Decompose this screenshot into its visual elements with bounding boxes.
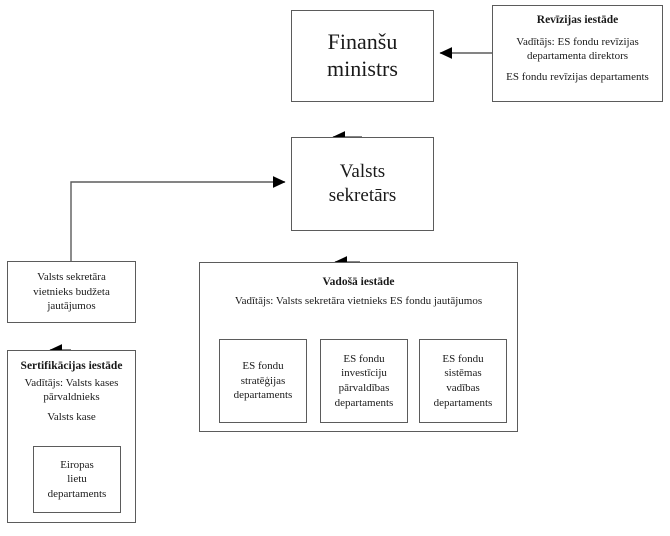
node-es-fondu-investiciju-parvaldibas-departaments[interactable]: ES fondu investīciju pārvaldības departa… — [320, 339, 408, 423]
dept-investicijas-line4: departaments — [334, 396, 394, 409]
dept-sistemas-line2: sistēmas — [444, 367, 482, 380]
node-valsts-sekretars-line1: Valsts — [339, 161, 386, 183]
node-revizijas-iestade[interactable]: Revīzijas iestāde Vadītājs: ES fondu rev… — [492, 5, 663, 102]
dept-strategija-line1: ES fondu — [242, 360, 284, 373]
node-finansu-ministrs[interactable]: Finanšu ministrs — [291, 10, 434, 102]
node-revizijas-iestade-head-line1: Vadītājs: ES fondu revīzijas — [516, 35, 639, 48]
node-es-fondu-sistemas-vadibas-departaments[interactable]: ES fondu sistēmas vadības departaments — [419, 339, 507, 423]
node-sertifikacijas-iestade[interactable]: Sertifikācijas iestāde Vadītājs: Valsts … — [7, 350, 136, 523]
node-eiropas-lietu-line1: Eiropas — [60, 458, 94, 471]
dept-investicijas-line2: investīciju — [341, 367, 387, 380]
node-vietnieks-line3: jautājumos — [47, 300, 96, 313]
node-revizijas-iestade-head-line2: departamenta direktors — [526, 49, 629, 62]
node-finansu-ministrs-line1: Finanšu — [327, 29, 398, 55]
node-sertifikacijas-iestade-head: Vadītājs: Valsts kases pārvaldnieks — [25, 376, 119, 405]
node-sertifikacijas-iestade-title: Sertifikācijas iestāde — [20, 360, 123, 372]
node-valsts-sekretars[interactable]: Valsts sekretārs — [291, 137, 434, 231]
dept-investicijas-line3: pārvaldības — [338, 382, 390, 394]
node-sertifikacijas-iestade-head-line1: Vadītājs: Valsts kases — [24, 376, 119, 389]
node-revizijas-iestade-unit: ES fondu revīzijas departaments — [506, 70, 649, 83]
dept-investicijas-line1: ES fondu — [343, 352, 385, 365]
node-sertifikacijas-iestade-unit: Valsts kase — [47, 410, 96, 423]
node-vietnieks-line1: Valsts sekretāra — [37, 271, 106, 284]
node-vadosa-iestade-head: Vadītājs: Valsts sekretāra vietnieks ES … — [234, 294, 483, 307]
connector-vietnieks-to-sekretars — [70, 176, 286, 261]
node-es-fondu-strategijas-departaments[interactable]: ES fondu stratēģijas departaments — [219, 339, 307, 423]
dept-sistemas-line3: vadības — [446, 382, 480, 394]
node-valsts-sekretars-line2: sekretārs — [328, 185, 397, 206]
dept-strategija-line2: stratēģijas — [240, 374, 286, 387]
node-eiropas-lietu-line2: lietu — [67, 473, 87, 486]
node-revizijas-iestade-title: Revīzijas iestāde — [536, 14, 619, 26]
node-revizijas-iestade-head: Vadītājs: ES fondu revīzijas departament… — [516, 35, 639, 63]
node-valsts-sekretara-vietnieks-budzeta[interactable]: Valsts sekretāra vietnieks budžeta jautā… — [7, 261, 136, 323]
dept-strategija-line3: departaments — [233, 389, 293, 402]
node-vietnieks-line2: vietnieks budžeta — [33, 285, 110, 298]
node-finansu-ministrs-line2: ministrs — [327, 56, 398, 81]
node-eiropas-lietu-line3: departaments — [47, 487, 107, 500]
node-vadosa-iestade-title: Vadošā iestāde — [322, 276, 395, 288]
dept-sistemas-line4: departaments — [433, 396, 493, 409]
node-eiropas-lietu-departaments[interactable]: Eiropas lietu departaments — [33, 446, 121, 513]
dept-sistemas-line1: ES fondu — [442, 352, 484, 365]
node-sertifikacijas-iestade-head-line2: pārvaldnieks — [43, 391, 100, 404]
